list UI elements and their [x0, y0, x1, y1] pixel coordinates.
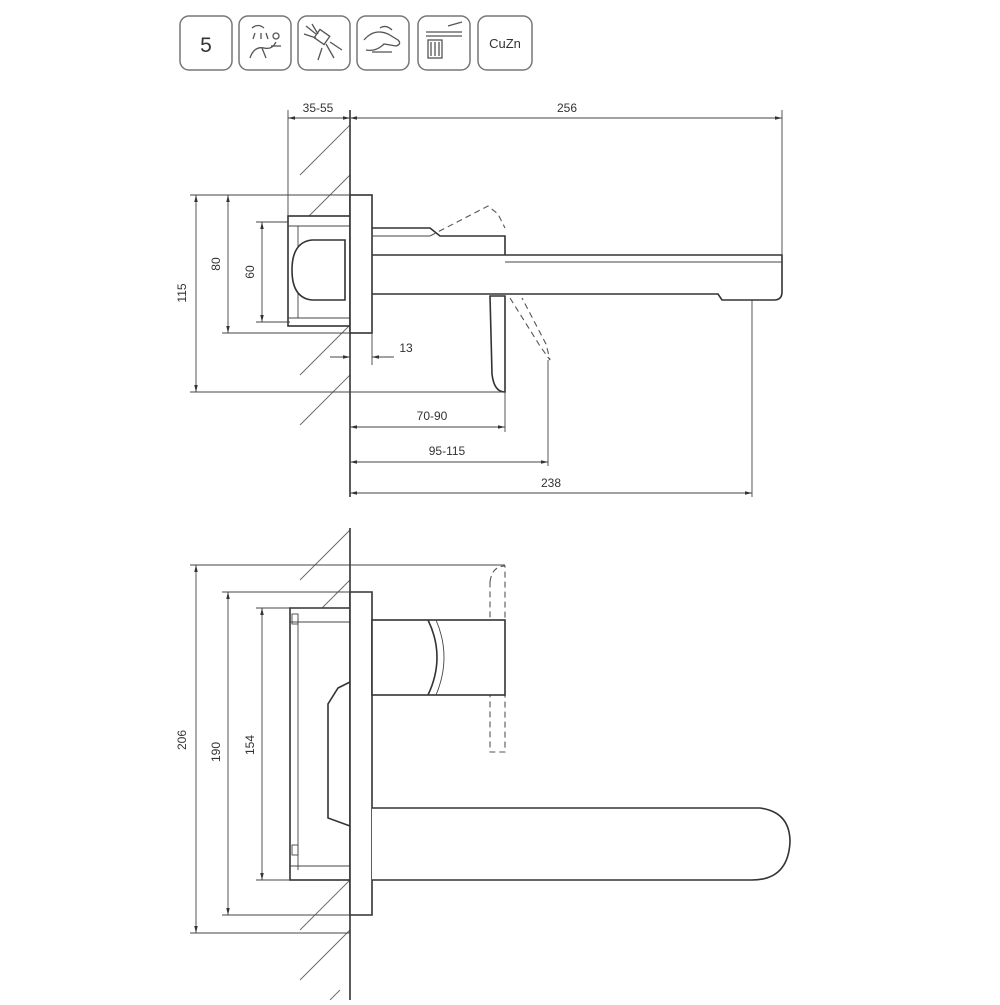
- feature-icons-row: 5 CuZn: [179, 15, 533, 71]
- hatch-line: [299, 879, 351, 931]
- spray-nozzle-icon: [297, 15, 351, 71]
- hatch-line: [329, 989, 341, 1001]
- dim-total-height-label: 115: [175, 283, 189, 302]
- hatch-line: [299, 374, 351, 426]
- dim-plate-height-label: 80: [209, 257, 223, 271]
- dim-bottom-side: 13 70-90 95-115 238: [330, 300, 753, 497]
- lever-open-outline: [509, 297, 551, 361]
- dim-wall-depth-label: 35-55: [303, 101, 334, 115]
- hatch-line: [299, 529, 351, 581]
- body-inner-cavity: [327, 681, 351, 827]
- lever-raised-outline: [429, 205, 506, 237]
- dim-total-width-label: 206: [175, 730, 189, 750]
- side-view: 35-55 256 115 80 60 13 70-90: [175, 101, 783, 497]
- plan-view: 206 190 154: [175, 528, 791, 1001]
- dim-body-width-label: 154: [243, 735, 257, 755]
- flow-class-badge: 5: [179, 15, 233, 71]
- flow-class-label: 5: [200, 34, 212, 57]
- dim-body-height-label: 60: [243, 265, 257, 279]
- hand-icon: [356, 15, 410, 71]
- cleaning-brush-icon: [417, 15, 471, 71]
- handle-body-plan: [371, 619, 506, 696]
- dim-total-projection-label: 256: [557, 101, 577, 115]
- dim-plate-thickness-label: 13: [399, 341, 413, 355]
- hatch-line: [299, 929, 351, 981]
- dim-left-side: 115 80 60: [175, 194, 505, 393]
- material-label: CuZn: [489, 36, 521, 51]
- wall-plate-plan: [349, 591, 373, 916]
- handle-body-side: [372, 205, 506, 255]
- dim-lever-open-reach-label: 95-115: [429, 444, 466, 458]
- wall-plate-side: [349, 194, 373, 334]
- lever-side: [489, 295, 506, 393]
- dim-plate-width-label: 190: [209, 742, 223, 762]
- hatch-line: [299, 324, 351, 376]
- hatch-line: [299, 124, 351, 176]
- dim-outlet-reach-label: 238: [541, 476, 561, 490]
- dim-top: 35-55 256: [287, 101, 783, 255]
- in-wall-body-plan: [289, 607, 351, 881]
- dim-left-plan: 206 190 154: [175, 564, 505, 934]
- lever-open-outline-plan: [489, 565, 506, 753]
- in-wall-body-side: [287, 215, 351, 327]
- hand-shower-icon: [238, 15, 292, 71]
- dim-lever-reach-label: 70-90: [417, 409, 448, 423]
- spout-side: [372, 254, 783, 301]
- material-badge: CuZn: [477, 15, 533, 71]
- cartridge-shape: [291, 239, 346, 301]
- spout-plan: [372, 807, 791, 881]
